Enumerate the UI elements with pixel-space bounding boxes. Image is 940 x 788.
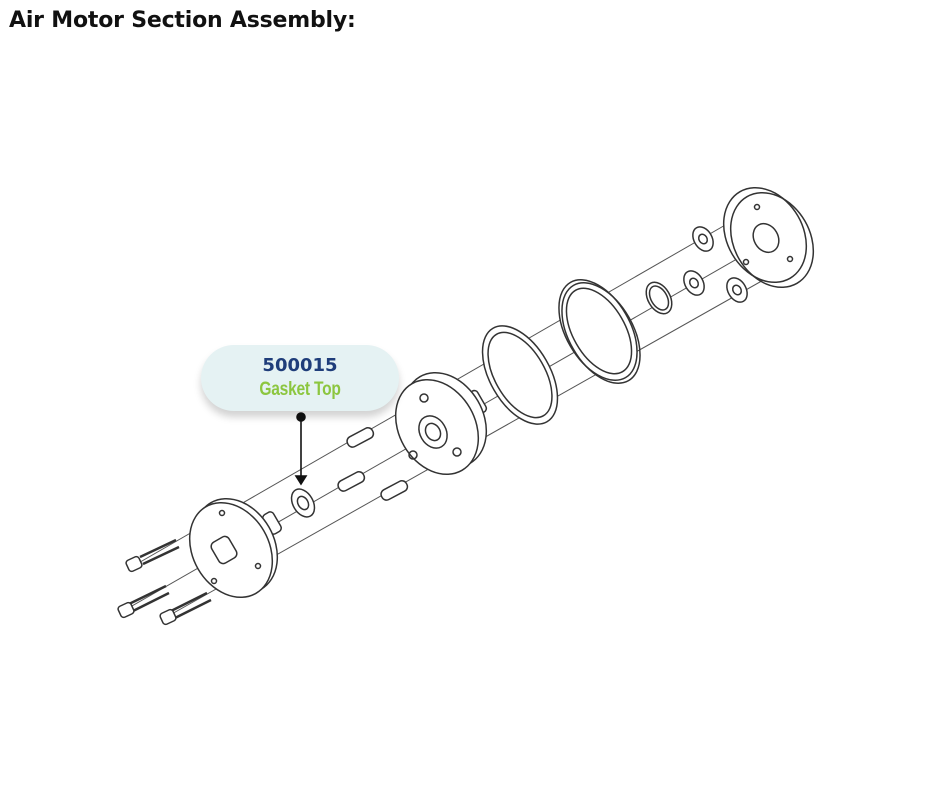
dowel-pin-3: [380, 480, 409, 501]
dowel-pin-2: [337, 471, 366, 492]
end-plate-right: [722, 186, 815, 289]
bolt-3: [159, 591, 212, 626]
washer-b: [683, 270, 705, 296]
o-ring: [645, 281, 673, 315]
callout-leader-line: [294, 412, 308, 486]
motor-body: [394, 371, 488, 476]
part-number-label: 500015: [262, 355, 338, 376]
page-title: Air Motor Section Assembly:: [9, 8, 356, 33]
gasket-top-part: [290, 488, 316, 518]
part-callout: 500015 Gasket Top: [201, 345, 399, 411]
washer-a: [692, 226, 714, 252]
bolt-1: [125, 538, 180, 573]
end-plate-left: [188, 497, 282, 599]
part-name-label: Gasket Top: [259, 379, 341, 400]
washer-c: [726, 277, 748, 303]
bolt-2: [117, 584, 170, 619]
thin-ring: [481, 325, 559, 425]
dowel-pin-1: [346, 427, 375, 448]
large-gasket-ring: [558, 279, 641, 384]
